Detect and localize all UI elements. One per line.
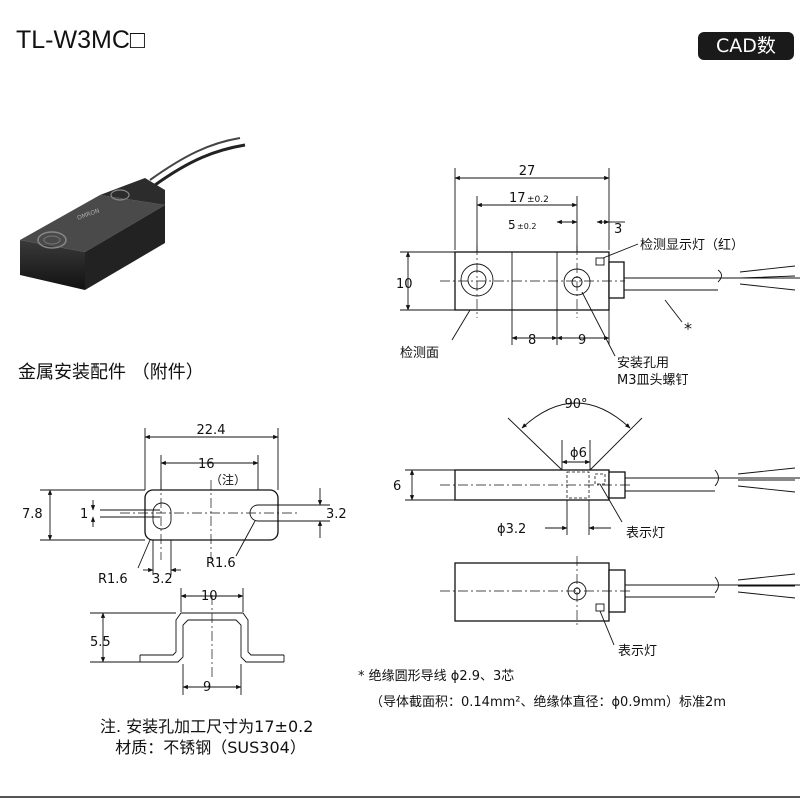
dim-1: 1 [80, 507, 88, 522]
bracket-side-view: 10 5.5 9 [90, 588, 285, 695]
dim-5: 5 [508, 218, 516, 232]
dim-phi32: ϕ3.2 [497, 522, 526, 537]
dim-r1-6-right: R1.6 [206, 556, 236, 571]
dim-5-tol: ±0.2 [517, 222, 536, 231]
angle-90: 90° [564, 397, 587, 412]
sensor-top-view: 27 17 ±0.2 5 ±0.2 3 10 [396, 164, 800, 388]
dim-27: 27 [519, 164, 536, 179]
dim-5-5: 5.5 [90, 635, 111, 650]
dim-6: 6 [393, 479, 401, 494]
dim-16: 16 [198, 457, 215, 472]
dim-17-tol: ±0.2 [527, 195, 549, 205]
dim-3: 3 [614, 222, 622, 237]
dim-9-bracket: 9 [203, 680, 211, 695]
sensor-bottom-view: 表示灯 [440, 556, 800, 659]
sensing-face-label: 检测面 [400, 346, 439, 361]
dim-9: 9 [578, 333, 586, 348]
material-note: 材质：不锈钢（SUS304） [100, 738, 306, 757]
bottom-indicator-label: 表示灯 [618, 644, 657, 659]
dim-22-4: 22.4 [197, 423, 226, 438]
sensor-side-view: 90° ϕ6 6 ϕ3.2 表示灯 [393, 397, 800, 541]
dim-10-bracket: 10 [201, 589, 218, 604]
side-indicator-label: 表示灯 [626, 526, 665, 541]
dim-17: 17 [509, 191, 526, 206]
dim-r1-6-left: R1.6 [98, 572, 128, 587]
bracket-heading: 金属安装配件 （附件） [18, 362, 204, 383]
dim-3-2-right: 3.2 [326, 507, 347, 522]
cable-note-1: * 绝缘圆形导线 ϕ2.9、3芯 [358, 669, 515, 684]
dim-3-2-bottom: 3.2 [152, 572, 173, 587]
bottom-divider [0, 796, 800, 798]
mount-hole-note: 注. 安装孔加工尺寸为17±0.2 [100, 717, 314, 736]
dim-8: 8 [528, 333, 536, 348]
dim-note: （注） [210, 472, 246, 487]
sensor-photo: OMRON [20, 137, 246, 290]
dim-phi6: ϕ6 [570, 446, 587, 461]
cable-asterisk: * [684, 319, 692, 338]
indicator-red-label: 检测显示灯（红） [640, 237, 744, 253]
mount-screw-label: M3皿头螺钉 [617, 373, 689, 388]
product-title: TL-W3MC□ [16, 26, 145, 54]
dim-7-8: 7.8 [22, 507, 43, 522]
dim-10: 10 [396, 277, 413, 292]
cad-data-button[interactable]: CAD数 [698, 32, 794, 60]
mount-hole-label: 安装孔用 [617, 356, 669, 371]
bracket-top-view: 22.4 16 （注） 7.8 1 3.2 R1.6 3.2 R [22, 423, 347, 587]
cable-note-2: （导体截面积：0.14mm²、绝缘体直径：ϕ0.9mm）标准2m [370, 695, 726, 710]
